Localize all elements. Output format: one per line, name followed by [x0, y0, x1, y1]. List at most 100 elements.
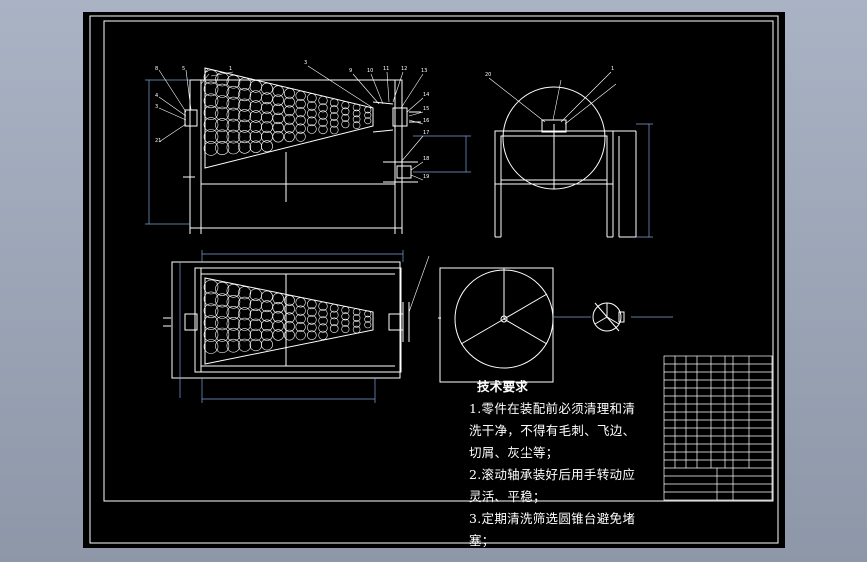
mesh-hole: [341, 107, 350, 116]
mesh-hole: [215, 106, 230, 121]
left-bearing: [184, 109, 198, 127]
part-balloon-label: 8: [155, 66, 158, 72]
side-view-frame: [494, 130, 614, 185]
mesh-hole: [215, 316, 230, 331]
mesh-hole: [215, 141, 230, 156]
top-view-leader: [408, 255, 430, 313]
mesh-hole: [364, 111, 372, 119]
technical-requirements: 技术要求 1.零件在装配前必须清理和清洗干净，不得有毛刺、飞边、切屑、灰尘等； …: [469, 376, 645, 552]
mesh-hole: [226, 294, 241, 309]
mesh-hole: [283, 295, 295, 306]
mesh-hole: [215, 304, 230, 319]
mesh-hole: [352, 308, 361, 316]
mesh-hole: [295, 131, 306, 142]
top-view: [163, 261, 441, 379]
mesh-hole: [226, 305, 241, 320]
mesh-hole: [238, 140, 252, 154]
mesh-hole: [352, 103, 361, 112]
mesh-hole: [364, 315, 372, 323]
mesh-hole: [295, 107, 306, 118]
mesh-hole: [215, 293, 230, 308]
mesh-hole: [329, 324, 339, 333]
mesh-hole: [318, 316, 328, 326]
leader-lines: [158, 65, 424, 181]
mesh-hole: [272, 121, 284, 134]
mesh-hole: [238, 109, 252, 123]
mesh-hole: [238, 130, 252, 144]
mesh-hole: [283, 320, 295, 332]
mesh-hole: [226, 118, 241, 133]
part-balloon-label: 16: [423, 118, 429, 124]
mesh-hole: [307, 322, 317, 333]
mesh-hole: [238, 307, 252, 321]
mesh-hole: [226, 129, 241, 144]
mesh-hole: [203, 339, 219, 354]
part-balloon-label: 15: [423, 106, 429, 112]
mesh-hole: [283, 88, 295, 99]
title-block: [663, 355, 773, 501]
side-view-dimensions: [636, 123, 653, 238]
mesh-hole: [203, 69, 219, 85]
mesh-hole: [203, 93, 219, 109]
part-balloon-label: 12: [401, 66, 407, 72]
mesh-hole: [295, 330, 306, 341]
mesh-hole: [238, 77, 252, 91]
mesh-hole: [226, 96, 241, 111]
part-balloon-label: 11: [383, 66, 389, 72]
mesh-hole: [307, 299, 317, 310]
section-view-frame: [439, 267, 554, 383]
part-balloon-label: 10: [367, 68, 373, 74]
mesh-hole: [261, 92, 273, 105]
mesh-hole: [272, 302, 284, 314]
part-balloon-label: 1: [229, 66, 232, 72]
mesh-hole: [341, 120, 350, 129]
mesh-hole: [283, 105, 295, 117]
mesh-hole: [295, 321, 306, 333]
mesh-hole: [238, 296, 252, 310]
mesh-hole: [329, 118, 339, 128]
mesh-hole: [215, 339, 230, 354]
mesh-hole: [295, 297, 306, 308]
mesh-hole: [329, 98, 339, 108]
mesh-hole: [352, 115, 361, 124]
mesh-hole: [215, 95, 230, 110]
mesh-hole: [226, 316, 241, 331]
mesh-hole: [215, 72, 230, 87]
mesh-hole: [261, 82, 273, 95]
mesh-hole: [203, 327, 219, 342]
mesh-hole: [295, 90, 306, 101]
mesh-hole: [203, 105, 219, 120]
mesh-hole: [238, 286, 252, 300]
top-view-dimensions: [179, 250, 404, 403]
mesh-hole: [283, 96, 295, 108]
part-balloon-label: 14: [423, 92, 429, 98]
mesh-hole: [341, 325, 350, 334]
mesh-hole: [226, 327, 241, 342]
mesh-hole: [272, 94, 284, 106]
part-balloon-label: 2: [205, 68, 208, 74]
technical-requirements-title: 技术要求: [477, 379, 529, 394]
mesh-hole: [307, 124, 317, 134]
mesh-hole: [307, 330, 317, 341]
mesh-hole: [272, 112, 284, 125]
mesh-hole: [329, 125, 339, 135]
mesh-hole: [307, 314, 317, 325]
top-view-frame: [171, 261, 401, 379]
mesh-hole: [364, 106, 372, 114]
mesh-hole: [215, 118, 230, 133]
side-view: [494, 86, 637, 238]
mesh-hole: [226, 107, 241, 122]
mesh-hole: [295, 305, 306, 316]
front-view: [183, 67, 421, 234]
mesh-hole: [215, 83, 230, 98]
mesh-hole: [364, 117, 372, 125]
mesh-hole: [283, 131, 295, 143]
part-balloon-label: 21: [155, 138, 161, 144]
mesh-hole: [203, 291, 219, 307]
part-balloon-label: 20: [485, 72, 491, 78]
part-balloon-label: 4: [155, 93, 158, 99]
mesh-hole: [329, 112, 339, 121]
inner-drawing-frame: [103, 20, 774, 502]
mesh-hole: [238, 88, 252, 102]
